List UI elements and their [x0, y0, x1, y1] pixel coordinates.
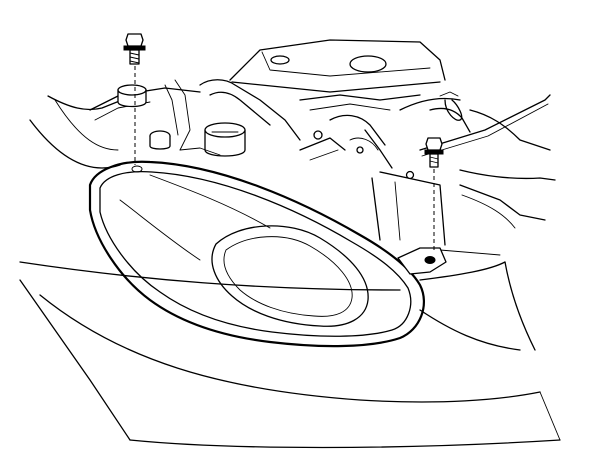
front-fascia: [19, 279, 561, 449]
reservoir-cap-center: [204, 122, 246, 157]
headlamp-side-bolt: [424, 137, 444, 250]
reservoir-cap-small: [149, 130, 171, 150]
engine-fasteners: [179, 130, 415, 180]
engine-compartment: [19, 39, 556, 351]
headlamp-upper-bolt: [123, 33, 146, 165]
reservoir-cap-left: [117, 84, 147, 108]
headlamp-assembly: [88, 160, 447, 348]
mounting-tab: [397, 247, 447, 275]
